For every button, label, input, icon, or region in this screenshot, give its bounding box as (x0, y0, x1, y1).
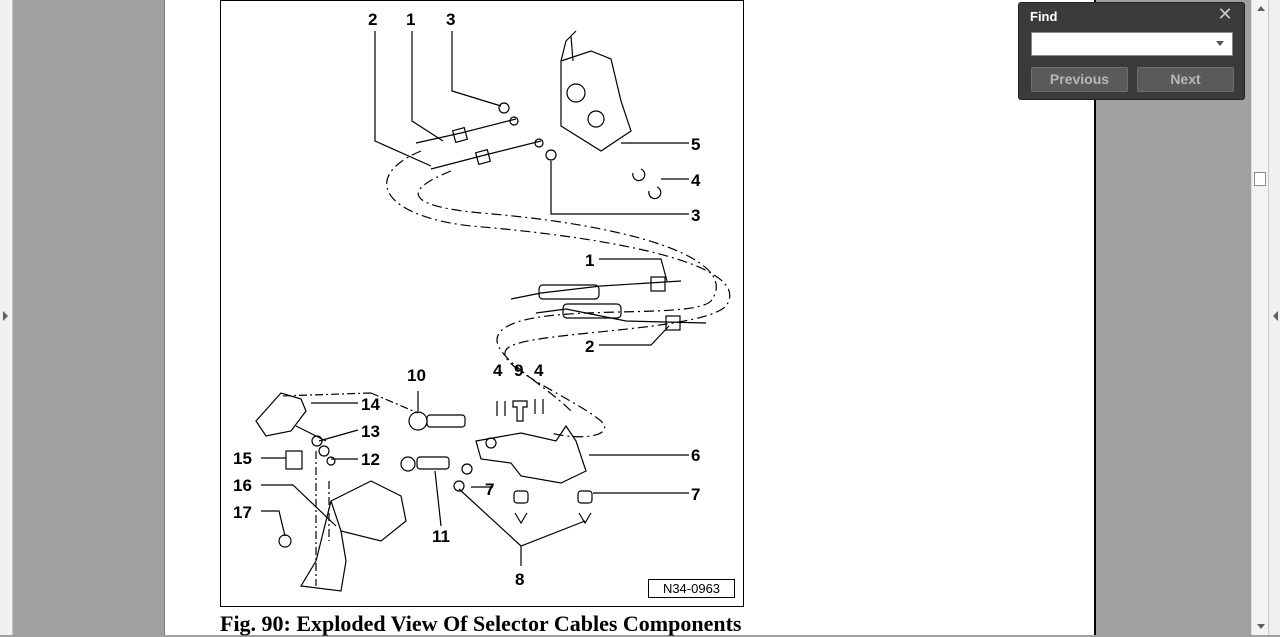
right-panel-toggle[interactable] (1268, 0, 1280, 635)
find-input-box[interactable] (1031, 32, 1233, 56)
callout-6: 6 (691, 446, 700, 465)
callout-12: 12 (361, 450, 380, 469)
callout-4-right: 4 (691, 171, 701, 190)
exploded-view-figure: 2 1 3 5 4 3 1 2 10 4 9 4 14 13 15 12 6 7… (220, 0, 744, 607)
find-panel: Find ✕ Previous Next (1018, 2, 1245, 100)
previous-button[interactable]: Previous (1031, 67, 1128, 92)
expand-left-arrow-icon (3, 311, 8, 321)
callout-14: 14 (361, 395, 380, 414)
scroll-down-arrow-icon[interactable] (1257, 624, 1265, 629)
callout-10: 10 (407, 366, 426, 385)
vertical-scrollbar[interactable] (1251, 0, 1269, 635)
chevron-down-icon[interactable] (1216, 41, 1224, 46)
callout-7-left: 7 (485, 480, 494, 499)
expand-right-arrow-icon (1273, 311, 1278, 321)
close-icon[interactable]: ✕ (1217, 4, 1233, 24)
find-panel-title: Find (1030, 9, 1058, 24)
callout-2-top: 2 (368, 10, 377, 29)
figure-caption: Fig. 90: Exploded View Of Selector Cable… (220, 611, 742, 636)
callout-5: 5 (691, 135, 700, 154)
callout-17: 17 (233, 503, 252, 522)
selector-cables-illustration: 2 1 3 5 4 3 1 2 10 4 9 4 14 13 15 12 6 7… (233, 10, 731, 592)
callout-4-left-clip: 4 (493, 361, 503, 380)
scroll-thumb[interactable] (1254, 172, 1266, 186)
callout-15: 15 (233, 449, 252, 468)
callout-4-right-clip: 4 (534, 361, 544, 380)
figure-code-label: N34-0963 (648, 579, 735, 598)
callout-16: 16 (233, 476, 252, 495)
callout-13: 13 (361, 422, 380, 441)
left-panel-toggle[interactable] (0, 0, 13, 635)
callout-1-middle: 1 (585, 251, 594, 270)
next-button[interactable]: Next (1137, 67, 1234, 92)
callout-3-right: 3 (691, 206, 700, 225)
callout-8: 8 (515, 570, 524, 589)
callout-2-middle: 2 (585, 337, 594, 356)
callout-1-top: 1 (406, 10, 415, 29)
callout-11: 11 (432, 527, 450, 546)
scroll-up-arrow-icon[interactable] (1257, 6, 1265, 11)
callout-7-right: 7 (691, 485, 700, 504)
callout-3-top: 3 (446, 10, 455, 29)
callout-9: 9 (514, 361, 523, 380)
find-input[interactable] (1034, 34, 1216, 54)
